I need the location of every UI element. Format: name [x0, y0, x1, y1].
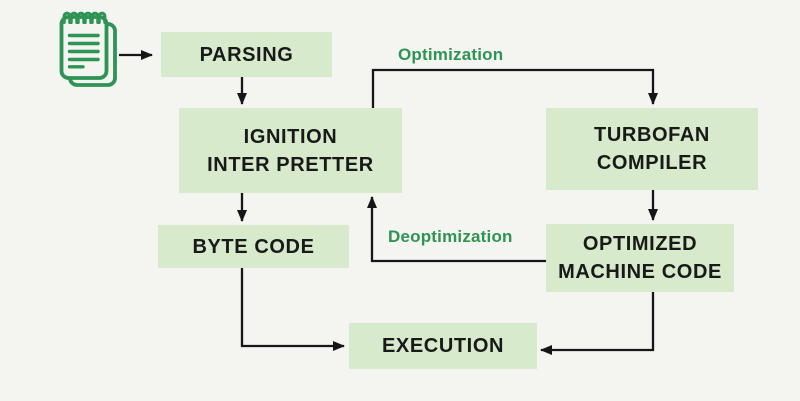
node-turbofan-label-line1: TURBOFAN: [594, 124, 710, 146]
node-ignition-label-line2: INTER PRETTER: [207, 153, 374, 176]
node-byte-code: BYTE CODE: [158, 225, 349, 268]
arrow-bytecode-to-execution: [240, 268, 345, 351]
node-optimized-label-line1: OPTIMIZED: [582, 233, 698, 255]
edge-label-deoptimization: Deoptimization: [388, 227, 513, 246]
edge-label-optimization: Optimization: [398, 45, 504, 64]
node-turbofan-label-line2: COMPILER: [596, 152, 708, 174]
node-byte-code-label: BYTE CODE: [192, 235, 315, 258]
node-turbofan-compiler: TURBOFAN COMPILER: [546, 108, 758, 190]
arrow-deoptimization-optimized-to-ignition: [367, 196, 546, 263]
node-parsing-label: PARSING: [199, 43, 294, 66]
arrow-optimized-to-execution: [540, 292, 655, 355]
spiral-ring: [97, 11, 107, 25]
node-execution: EXECUTION: [349, 323, 537, 369]
node-parsing: PARSING: [161, 32, 332, 77]
node-ignition-label-line1: IGNITION: [243, 125, 338, 148]
notepad-icon: [59, 11, 117, 87]
node-execution-label: EXECUTION: [381, 335, 505, 357]
node-optimized-label-line2: MACHINE CODE: [558, 261, 722, 283]
arrow-optimization-ignition-to-turbofan: [371, 68, 658, 108]
node-optimized-machine-code: OPTIMIZED MACHINE CODE: [546, 224, 734, 292]
node-ignition-interpreter: IGNITION INTER PRETTER: [179, 108, 402, 193]
